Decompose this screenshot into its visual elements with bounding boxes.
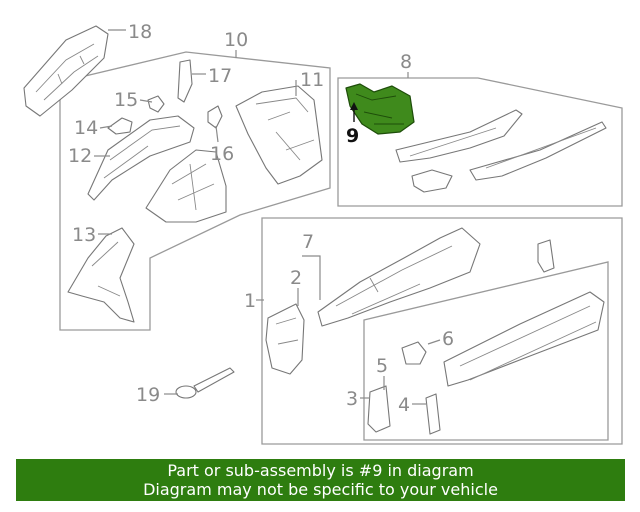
- callout-6: 6: [442, 328, 454, 350]
- callout-16: 16: [210, 143, 234, 165]
- part-16-drawing: [207, 105, 223, 129]
- part-13-drawing: [67, 227, 135, 323]
- callout-10: 10: [224, 29, 248, 51]
- callout-14: 14: [74, 117, 98, 139]
- leader-7: [302, 255, 321, 300]
- part-11-drawing: [235, 85, 323, 185]
- banner-line-2: Diagram may not be specific to your vehi…: [143, 480, 498, 499]
- callout-2: 2: [290, 267, 302, 289]
- callout-4: 4: [398, 394, 410, 416]
- small-bracket-drawing: [537, 239, 555, 273]
- callout-9: 9: [346, 125, 359, 147]
- callout-1: 1: [244, 290, 256, 312]
- part-7-drawing: [317, 227, 481, 327]
- leader-16: [215, 125, 219, 143]
- callout-19: 19: [136, 384, 160, 406]
- callout-8: 8: [400, 51, 412, 73]
- notice-banner: Part or sub-assembly is #9 in diagram Di…: [16, 459, 625, 501]
- part-15-drawing: [147, 95, 165, 113]
- banner-line-1: Part or sub-assembly is #9 in diagram: [167, 461, 474, 480]
- callout-5: 5: [376, 355, 388, 377]
- part-8-rails-drawing: [395, 109, 607, 193]
- callout-17: 17: [208, 65, 232, 87]
- group-inner-outline: [363, 261, 609, 441]
- part-17-drawing: [177, 59, 193, 103]
- part-9-highlighted: [345, 83, 415, 135]
- group-10-outline: [59, 51, 331, 331]
- inner-fender-drawing: [145, 149, 227, 223]
- leader-15: [139, 99, 153, 103]
- part-2-drawing: [265, 303, 305, 375]
- part-6-drawing: [401, 341, 427, 365]
- part-3-drawing: [367, 385, 391, 433]
- group-8-outline: [337, 77, 623, 207]
- part-12-drawing: [87, 115, 195, 201]
- callout-12: 12: [68, 145, 92, 167]
- part-14-drawing: [107, 117, 133, 135]
- callout-11: 11: [300, 69, 324, 91]
- part-19-drawing: [175, 367, 235, 399]
- callout-18: 18: [128, 21, 152, 43]
- part-4-drawing: [425, 393, 441, 435]
- group-1-outline: [261, 217, 623, 445]
- part-18-drawing: [23, 25, 109, 117]
- long-rail-drawing: [443, 291, 605, 387]
- leader-9-arrow: [350, 102, 358, 110]
- leader-14: [99, 125, 113, 129]
- callout-15: 15: [114, 89, 138, 111]
- callout-7: 7: [302, 231, 314, 253]
- callout-3: 3: [346, 388, 358, 410]
- leader-6: [427, 339, 441, 345]
- callout-13: 13: [72, 224, 96, 246]
